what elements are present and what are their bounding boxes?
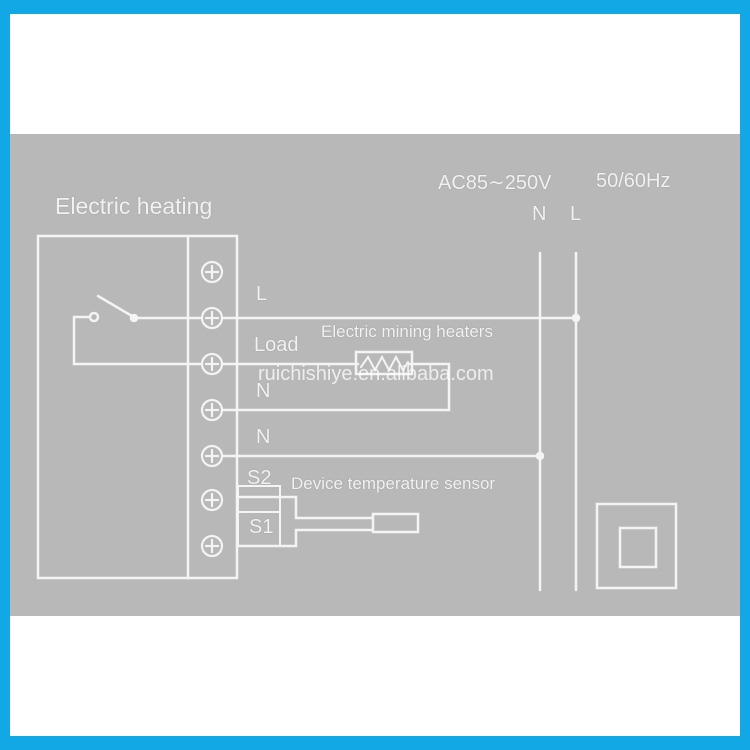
watermark: ruichishiye.en.alibaba.com <box>258 363 494 385</box>
live-junction <box>571 313 581 323</box>
s1-terminal-box <box>237 511 281 547</box>
diagram-title: Electric heating <box>55 193 213 219</box>
heater-label: Electric mining heaters <box>321 322 493 341</box>
sensor-label: Device temperature sensor <box>291 474 496 493</box>
terminal-screw-1 <box>200 260 224 284</box>
terminal-screw-4 <box>200 398 224 422</box>
terminal-screw-3 <box>200 352 224 376</box>
supply-frequency-label: 50/60Hz <box>596 170 671 192</box>
thermostat-display <box>618 526 658 569</box>
terminal-n1-label: N <box>256 380 271 402</box>
terminal-n2-label: N <box>256 426 271 448</box>
neutral-junction <box>535 451 545 461</box>
terminal-screw-5 <box>200 444 224 468</box>
terminal-screw-7 <box>200 534 224 558</box>
terminal-l-label: L <box>256 283 268 305</box>
supply-voltage-label: AC85∼250V <box>438 172 552 194</box>
terminal-screws <box>200 260 224 558</box>
rail-l-label: L <box>570 203 582 225</box>
terminal-s1-label: S1 <box>249 516 274 538</box>
terminal-s2-label: S2 <box>247 467 272 489</box>
terminal-screw-6 <box>200 488 224 512</box>
terminal-load-label: Load <box>254 334 299 356</box>
terminal-screw-2 <box>200 306 224 330</box>
controller-body <box>36 234 239 580</box>
thermostat-outline <box>595 502 678 590</box>
rail-n-label: N <box>532 203 547 225</box>
relay-switch <box>72 294 202 366</box>
heater-loop <box>220 350 451 412</box>
